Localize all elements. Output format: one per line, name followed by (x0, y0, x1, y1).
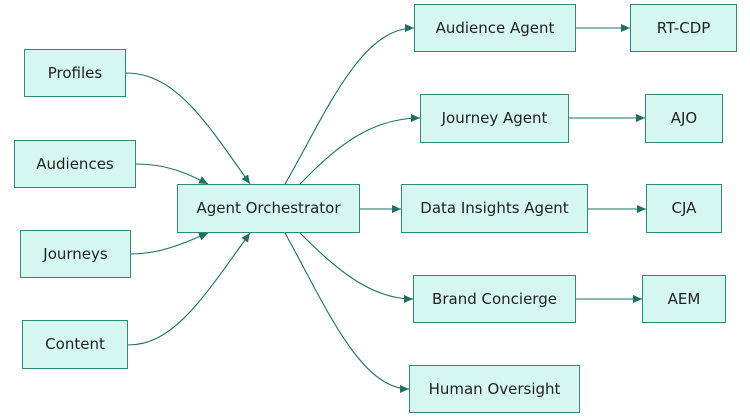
edge-orchestrator-to-audience-agent (284, 24, 415, 185)
node-human-oversight-label: Human Oversight (428, 379, 561, 398)
node-ajo: AJO (645, 94, 723, 143)
node-content-label: Content (45, 335, 105, 353)
edge-content-to-orchestrator (127, 232, 251, 346)
node-cja-label: CJA (671, 199, 697, 217)
node-rt-cdp-label: RT-CDP (656, 18, 711, 37)
node-audiences-label: Audiences (36, 154, 114, 173)
node-journeys-label: Journeys (43, 244, 108, 263)
edge-orchestrator-to-brand-concierge (299, 232, 414, 303)
edge-audiences-to-orchestrator (135, 163, 209, 185)
node-aem: AEM (642, 275, 726, 323)
node-audiences: Audiences (14, 140, 136, 188)
node-audience-agent: Audience Agent (414, 4, 576, 52)
edge-orchestrator-to-human-oversight (284, 232, 410, 393)
node-ajo-label: AJO (670, 109, 698, 127)
node-journey-agent-label: Journey Agent (441, 109, 548, 127)
node-journey-agent: Journey Agent (420, 94, 569, 143)
node-content: Content (22, 320, 128, 369)
node-brand-concierge: Brand Concierge (413, 275, 576, 323)
node-aem-label: AEM (667, 289, 701, 308)
node-profiles-label: Profiles (47, 63, 103, 82)
node-brand-concierge-label: Brand Concierge (432, 289, 557, 308)
edge-journeys-to-orchestrator (130, 232, 209, 255)
node-data-insights-agent-label: Data Insights Agent (420, 199, 569, 217)
edge-profiles-to-orchestrator (125, 72, 251, 185)
edge-orchestrator-to-journey-agent (299, 114, 421, 185)
node-rt-cdp: RT-CDP (630, 4, 737, 52)
node-agent-orchestrator-label: Agent Orchestrator (196, 199, 341, 217)
node-data-insights-agent: Data Insights Agent (401, 184, 588, 233)
node-human-oversight: Human Oversight (409, 365, 580, 413)
node-agent-orchestrator: Agent Orchestrator (177, 184, 360, 233)
node-cja: CJA (646, 184, 722, 233)
node-journeys: Journeys (20, 230, 131, 278)
node-profiles: Profiles (24, 49, 126, 97)
node-audience-agent-label: Audience Agent (435, 18, 555, 37)
